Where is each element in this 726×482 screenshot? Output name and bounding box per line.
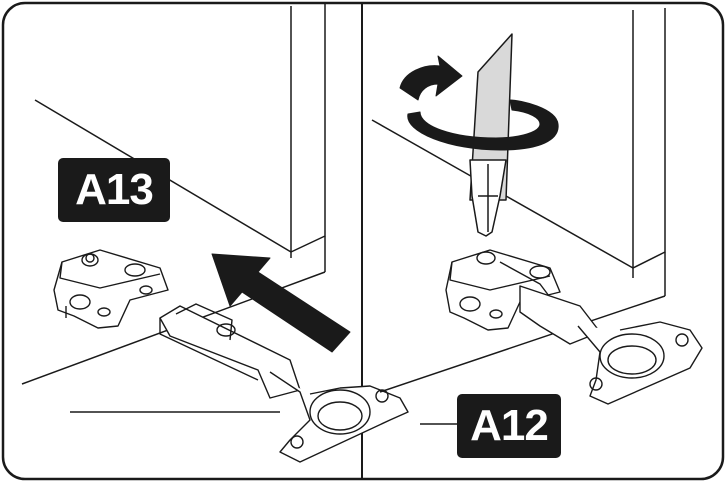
hinge-icon xyxy=(159,303,409,463)
left-panel xyxy=(21,4,409,463)
right-panel xyxy=(371,8,703,425)
push-arrow-icon xyxy=(211,253,351,353)
hinge-icon xyxy=(519,285,703,405)
cabinet-side-panel-right xyxy=(632,8,666,296)
rotate-arrow-icon xyxy=(399,55,559,151)
mounting-plate-icon xyxy=(53,249,169,329)
cabinet-side-panel-left xyxy=(290,4,326,272)
step-label-a12: A12 xyxy=(457,394,561,458)
step-label-a13: A13 xyxy=(58,158,170,222)
screwdriver-icon xyxy=(469,33,513,237)
mounting-plate-icon xyxy=(445,249,561,331)
cabinet-floor-line-right xyxy=(379,295,666,393)
